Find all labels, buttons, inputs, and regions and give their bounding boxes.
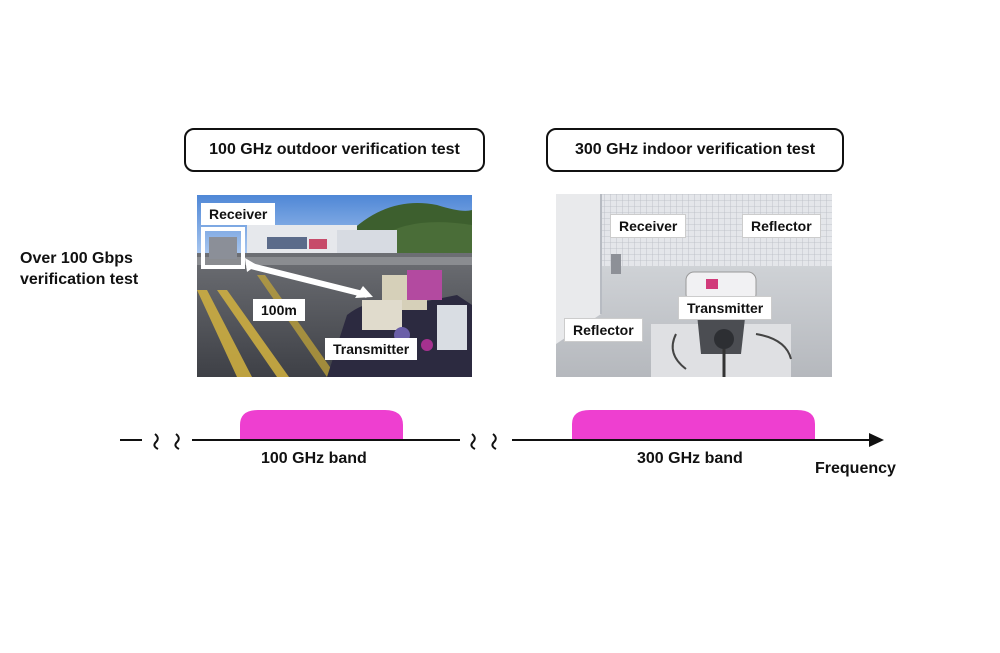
indoor-transmitter-tag: Transmitter <box>678 296 773 320</box>
axis-break-1b-icon <box>174 433 180 450</box>
frequency-label: Frequency <box>815 460 896 477</box>
indoor-title: 300 GHz indoor verification test <box>574 141 816 158</box>
indoor-photo: Receiver Reflector Transmitter Reflector <box>556 194 832 377</box>
band-300ghz-shape <box>572 410 815 440</box>
outdoor-title-box: 100 GHz outdoor verification test <box>184 128 485 172</box>
outdoor-distance-tag: 100m <box>253 299 305 321</box>
indoor-receiver-tag: Receiver <box>610 214 687 238</box>
band-300ghz-label: 300 GHz band <box>637 450 743 467</box>
outdoor-title: 100 GHz outdoor verification test <box>209 141 460 158</box>
axis-break-2a-icon <box>470 433 476 450</box>
side-label: Over 100 Gbps verification test <box>20 248 138 290</box>
indoor-reflector-left-tag: Reflector <box>564 318 643 342</box>
band-100ghz-shape <box>240 410 403 440</box>
indoor-title-box: 300 GHz indoor verification test <box>546 128 844 172</box>
axis-break-1a-icon <box>153 433 159 450</box>
outdoor-photo: Receiver 100m Transmitter <box>197 195 472 377</box>
outdoor-transmitter-tag: Transmitter <box>325 338 418 360</box>
outdoor-scene-image <box>197 195 472 377</box>
indoor-scene-image <box>556 194 832 377</box>
axis-arrowhead-icon <box>869 433 884 447</box>
side-label-line2: verification test <box>20 271 139 288</box>
side-label-line1: Over 100 Gbps <box>20 250 133 267</box>
axis-break-2b-icon <box>491 433 497 450</box>
band-100ghz-label: 100 GHz band <box>261 450 367 467</box>
outdoor-receiver-tag: Receiver <box>201 203 276 225</box>
indoor-reflector-top-tag: Reflector <box>742 214 821 238</box>
